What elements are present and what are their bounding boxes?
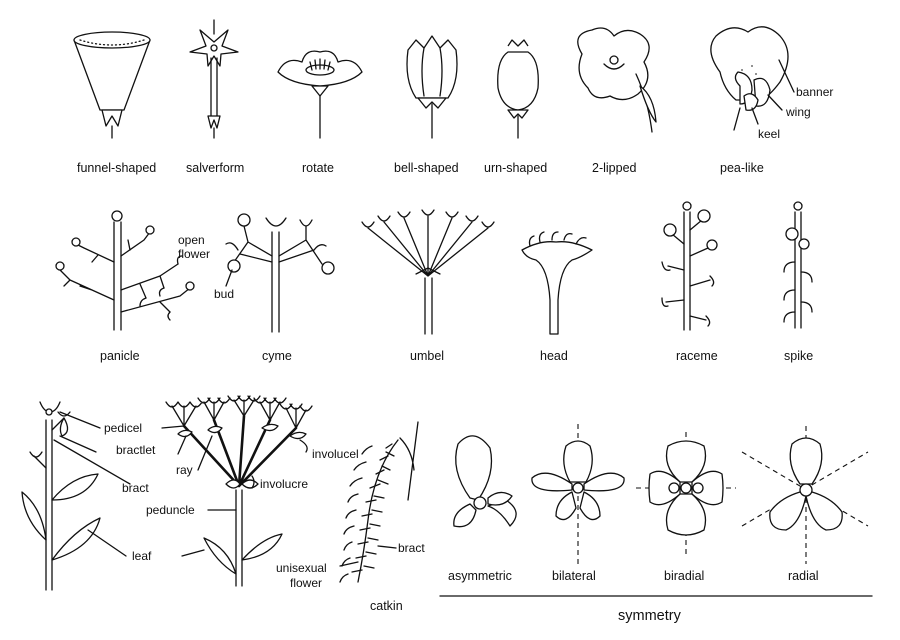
open-flower-label-line1: open xyxy=(178,233,205,247)
catkin-label: catkin xyxy=(370,599,403,613)
involucel-label: involucel xyxy=(312,447,359,461)
catkin-illustration xyxy=(339,421,419,583)
biradial-flower xyxy=(636,432,736,556)
salverform-flower xyxy=(189,19,239,139)
panicle-inflorescence xyxy=(55,210,195,331)
spike-label: spike xyxy=(784,349,813,363)
two-lipped-label: 2-lipped xyxy=(592,161,637,175)
plant-part-leaders xyxy=(53,411,308,557)
spike-inflorescence xyxy=(783,201,813,329)
peduncle-label: peduncle xyxy=(146,503,195,517)
salverform-label: salverform xyxy=(186,161,244,175)
radial-label: radial xyxy=(788,569,819,583)
funnel-shaped-label: funnel-shaped xyxy=(77,161,156,175)
bell-shaped-label: bell-shaped xyxy=(394,161,459,175)
asymmetric-label: asymmetric xyxy=(448,569,512,583)
pedicel-label: pedicel xyxy=(104,421,142,435)
bilateral-label: bilateral xyxy=(552,569,596,583)
two-lipped-flower xyxy=(577,27,657,133)
head-label: head xyxy=(540,349,568,363)
raceme-label: raceme xyxy=(676,349,718,363)
bract-label: bract xyxy=(122,481,149,495)
umbel-inflorescence xyxy=(361,209,495,335)
cyme-label: cyme xyxy=(262,349,292,363)
involucre-label: involucre xyxy=(260,477,308,491)
unisexual-flower-label-line2: flower xyxy=(290,576,322,590)
cyme-inflorescence xyxy=(225,213,335,333)
open-flower-label-line2: flower xyxy=(178,247,210,261)
asymmetric-flower xyxy=(453,435,517,528)
leafy-stem xyxy=(21,401,101,591)
wing-label: wing xyxy=(785,105,811,119)
bilateral-flower xyxy=(531,424,625,566)
symmetry-title: symmetry xyxy=(618,608,682,624)
bud-label: bud xyxy=(214,287,234,301)
bractlet-label: bractlet xyxy=(116,443,156,457)
pea-like-flower xyxy=(710,26,795,131)
urn-shaped-flower xyxy=(497,39,539,139)
pea-like-label: pea-like xyxy=(720,161,764,175)
catkin-bract-label: bract xyxy=(398,541,425,555)
catkin-bract-leader xyxy=(377,545,397,549)
leaf-label: leaf xyxy=(132,549,152,563)
rotate-flower xyxy=(277,50,363,139)
umbel-label: umbel xyxy=(410,349,444,363)
panicle-label: panicle xyxy=(100,349,140,363)
biradial-label: biradial xyxy=(664,569,704,583)
banner-label: banner xyxy=(796,85,833,99)
urn-shaped-label: urn-shaped xyxy=(484,161,547,175)
ray-label: ray xyxy=(176,463,193,477)
rotate-label: rotate xyxy=(302,161,334,175)
bell-shaped-flower xyxy=(406,35,458,139)
raceme-inflorescence xyxy=(661,201,718,331)
funnel-shaped-flower xyxy=(73,31,151,139)
compound-umbel xyxy=(165,395,313,587)
unisexual-flower-label-line1: unisexual xyxy=(276,561,327,575)
keel-label: keel xyxy=(758,127,780,141)
head-inflorescence xyxy=(521,231,593,335)
unisexual-flower-leader xyxy=(339,561,359,567)
radial-flower xyxy=(741,426,869,564)
